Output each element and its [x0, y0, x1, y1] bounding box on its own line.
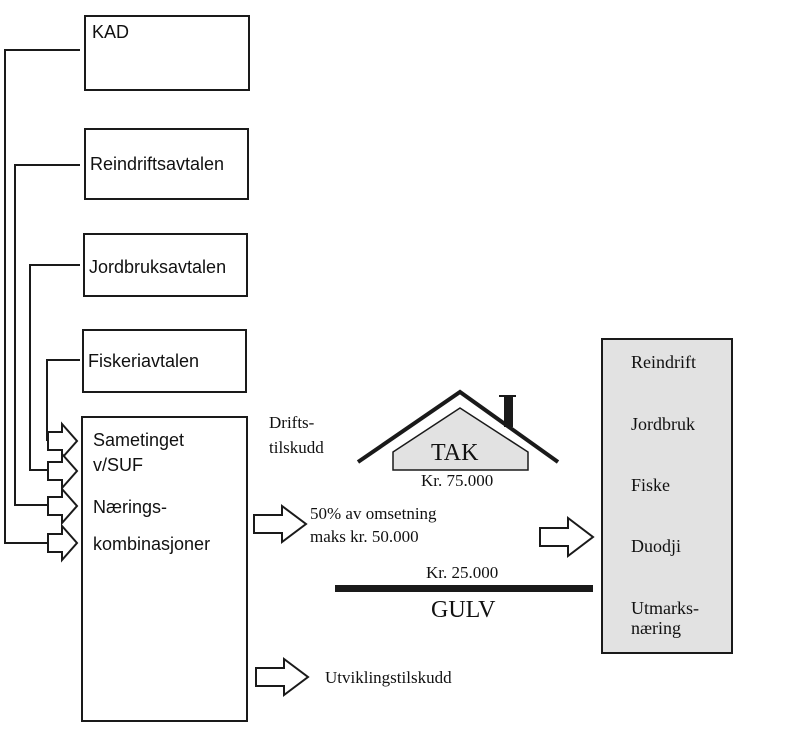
- central-line-2: v/SUF: [93, 455, 144, 475]
- central-box: Sametinget v/SUF Nærings- kombinasjoner: [81, 416, 248, 722]
- source-box-jordbruksavtalen: Jordbruksavtalen: [83, 233, 248, 297]
- arrow-development-icon: [255, 657, 310, 697]
- source-label: Jordbruksavtalen: [89, 257, 227, 277]
- connector-kad: [4, 49, 80, 544]
- development-label: Utviklingstilskudd: [325, 668, 452, 687]
- roof-label: TAK: [431, 440, 479, 466]
- arrow-sectors-icon: [539, 515, 595, 559]
- central-line-1: Sametinget: [93, 430, 185, 450]
- sector-duodji: Duodji: [631, 536, 682, 556]
- roof-inner-fill: [392, 407, 529, 471]
- floor-line: [335, 585, 593, 592]
- sector-jordbruk: Jordbruk: [631, 414, 695, 434]
- source-label: Fiskeriavtalen: [88, 351, 200, 371]
- source-box-reindriftsavtalen: Reindriftsavtalen: [84, 128, 249, 200]
- floor-label: GULV: [431, 597, 496, 623]
- sector-reindrift: Reindrift: [631, 352, 696, 372]
- floor-amount: Kr. 25.000: [426, 563, 499, 582]
- source-box-fiskeriavtalen: Fiskeriavtalen: [82, 329, 247, 393]
- drift-label-line-1: Drifts-: [269, 413, 315, 432]
- arrow-in-2-icon: [47, 451, 79, 491]
- roof-line: [356, 389, 560, 464]
- source-label: KAD: [92, 22, 130, 42]
- roof-amount: Kr. 75.000: [421, 471, 494, 490]
- drift-label-line-2: tilskudd: [269, 438, 324, 457]
- chimney: [504, 397, 513, 427]
- source-box-kad: KAD: [84, 15, 250, 91]
- arrow-drift-icon: [253, 504, 308, 544]
- connector-jordbruksavtalen: [29, 264, 80, 471]
- sector-fiske: Fiske: [631, 475, 671, 495]
- arrow-in-1-icon: [47, 421, 79, 461]
- sector-utmarks-line-1: Utmarks-: [631, 598, 699, 618]
- sector-utmarks-line-2: næring: [631, 618, 682, 638]
- connector-reindriftsavtalen: [14, 164, 80, 506]
- arrow-in-3-icon: [47, 486, 79, 526]
- source-label: Reindriftsavtalen: [90, 154, 225, 174]
- central-line-3: Nærings-: [93, 497, 168, 517]
- share-line-1: 50% av omsetning: [310, 504, 437, 523]
- roof-icon: [356, 389, 560, 471]
- central-line-4: kombinasjoner: [93, 534, 211, 554]
- share-line-2: maks kr. 50.000: [310, 527, 419, 546]
- sector-box: Reindrift Jordbruk Fiske Duodji Utmarks-…: [601, 338, 733, 654]
- arrow-in-4-icon: [47, 523, 79, 563]
